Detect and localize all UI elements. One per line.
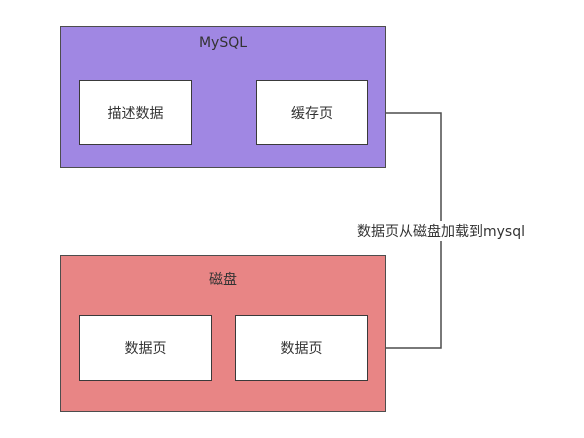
disk-group-title: 磁盘 <box>209 272 237 288</box>
disk-data-page-node-2: 数据页 <box>235 315 368 381</box>
disk-data-page-node-1: 数据页 <box>79 315 212 381</box>
mysql-group-title: MySQL <box>198 35 248 51</box>
describe-data-node: 描述数据 <box>79 80 192 145</box>
load-edge-label: 数据页从磁盘加载到mysql <box>355 221 527 241</box>
cache-page-node: 缓存页 <box>256 80 368 145</box>
